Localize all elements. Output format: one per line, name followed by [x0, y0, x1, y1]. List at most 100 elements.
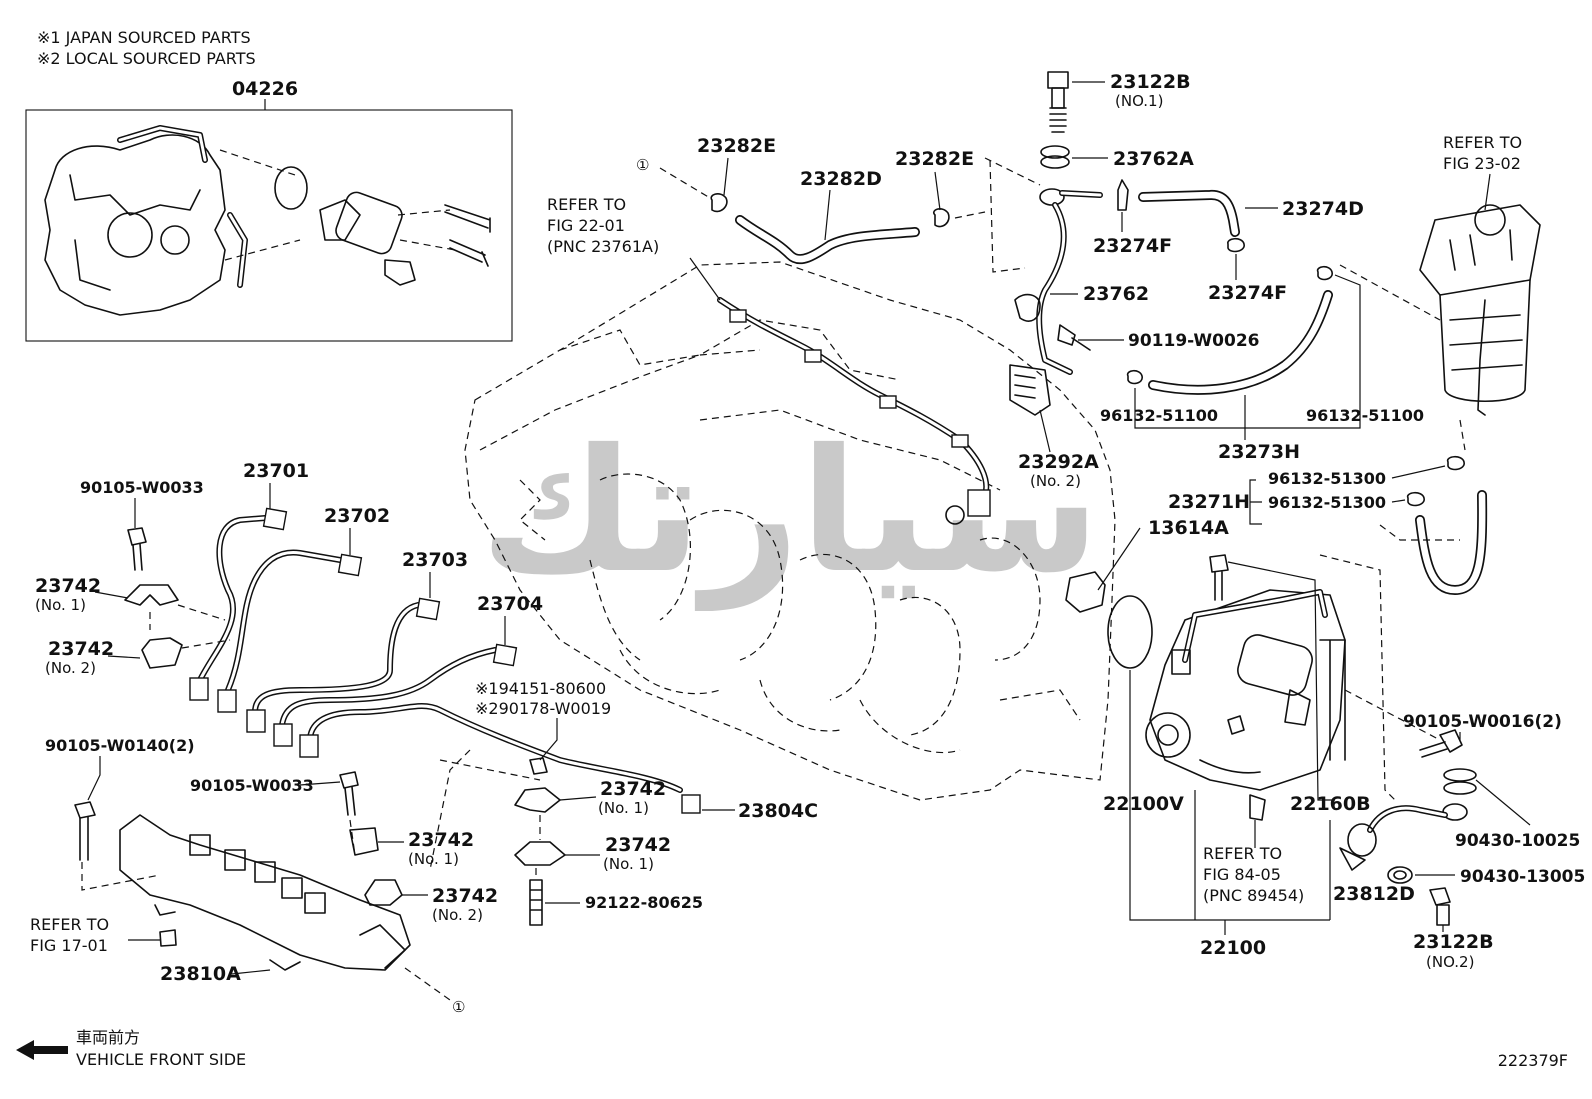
clamp-23742-no1-b	[514, 787, 561, 813]
part-22160B-label[interactable]: 22160B	[1290, 793, 1371, 815]
hose-23282D	[735, 215, 920, 265]
part-22100V-label[interactable]: 22100V	[1103, 793, 1184, 815]
part-23292A-sub: (No. 2)	[1030, 472, 1081, 490]
part-96132-51100-a-label[interactable]: 96132-51100	[1100, 406, 1218, 425]
solenoid-valve-inset	[319, 191, 416, 286]
part-23274D-label[interactable]: 23274D	[1282, 198, 1364, 220]
part-90105-W0016-label[interactable]: 90105-W0016(2)	[1403, 712, 1562, 732]
watermark: ﺳﻴﺎﺭﺗﻚ	[480, 413, 1100, 611]
part-23274F-b-label[interactable]: 23274F	[1208, 282, 1287, 304]
part-23282E-right-label[interactable]: 23282E	[895, 148, 974, 170]
hose-23271H	[1415, 490, 1488, 595]
part-23292A-label[interactable]: 23292A	[1018, 451, 1099, 473]
direction-label-jp: 車両前方	[76, 1028, 140, 1047]
bolt-90105-W0033-bot	[339, 771, 359, 816]
part-90105-W0033-top-label[interactable]: 90105-W0033	[80, 478, 204, 497]
bolt-90105-W0140	[74, 801, 96, 861]
clamp-23742-no2-a	[141, 637, 183, 669]
bolt-90105-W0033-top	[127, 527, 147, 571]
supply-pump-22100	[1145, 589, 1346, 791]
note-japan-sourced: ※1 JAPAN SOURCED PARTS	[37, 28, 251, 47]
ref-fig-22-01-line1[interactable]: REFER TO	[547, 195, 626, 214]
bolt-90105-W0016	[1419, 729, 1463, 758]
part-23810A-label[interactable]: 23810A	[160, 963, 241, 985]
stud-92122-80625	[529, 879, 543, 926]
part-90430-10025-label[interactable]: 90430-10025	[1455, 831, 1580, 851]
part-92122-80625-label[interactable]: 92122-80625	[585, 893, 703, 912]
clamp-23274F-b	[1227, 237, 1245, 253]
part-96132-51100-b-label[interactable]: 96132-51100	[1306, 406, 1424, 425]
part-23742-no1-d-label[interactable]: 23742	[408, 829, 474, 851]
direction-label-en: VEHICLE FRONT SIDE	[76, 1050, 246, 1069]
part-23742-no1-b-sub: (No. 1)	[598, 799, 649, 817]
part-13614A-label[interactable]: 13614A	[1148, 517, 1229, 539]
union-bolt-23122B-no1	[1047, 71, 1069, 133]
part-23812D-label[interactable]: 23812D	[1333, 883, 1415, 905]
clip-96132-51100-a	[1126, 369, 1143, 385]
part-23271H-label[interactable]: 23271H	[1168, 491, 1250, 513]
part-96132-51300-a-label[interactable]: 96132-51300	[1268, 469, 1386, 488]
part-23704-label[interactable]: 23704	[477, 593, 543, 615]
part-23742-no2-a-sub: (No. 2)	[45, 659, 96, 677]
part-23742-no1-b-label[interactable]: 23742	[600, 778, 666, 800]
clamp-23742-no2-b	[364, 879, 403, 906]
part-23703-label[interactable]: 23703	[402, 549, 468, 571]
ref-fig-23-02-line2[interactable]: FIG 23-02	[1443, 154, 1521, 173]
engine-block-phantom	[464, 261, 1116, 801]
ref-fig-22-01-line3[interactable]: (PNC 23761A)	[547, 237, 659, 256]
part-23762A-label[interactable]: 23762A	[1113, 148, 1194, 170]
clip-96132-51300-a	[1446, 455, 1465, 471]
pump-housing-inset	[44, 125, 248, 316]
part-23282E-left-label[interactable]: 23282E	[697, 135, 776, 157]
part-23742-no2-b-label[interactable]: 23742	[432, 885, 498, 907]
o-ring-22100V	[1107, 595, 1153, 669]
part-23762-label[interactable]: 23762	[1083, 283, 1149, 305]
part-23804C-label[interactable]: 23804C	[738, 800, 818, 822]
ref-fig-84-05-line3[interactable]: (PNC 89454)	[1203, 886, 1304, 905]
gear-13614A	[1065, 571, 1106, 613]
part-23122B-no2-sub: (NO.2)	[1426, 953, 1474, 971]
ref-fig-22-01-line2[interactable]: FIG 22-01	[547, 216, 625, 235]
marker-circle-1-top: ①	[636, 156, 649, 174]
part-04226-label[interactable]: 04226	[232, 78, 298, 100]
ref-fig-23-02-line1[interactable]: REFER TO	[1443, 133, 1522, 152]
gasket-23762A	[1040, 145, 1070, 169]
inset-04226-frame	[25, 109, 513, 342]
part-23742-no1-c-label[interactable]: 23742	[605, 834, 671, 856]
part-23122B-no2-label[interactable]: 23122B	[1413, 931, 1494, 953]
plug-fig-17-01	[159, 929, 177, 947]
ref-fig-17-01-line1[interactable]: REFER TO	[30, 915, 109, 934]
ref-fig-84-05-line2[interactable]: FIG 84-05	[1203, 865, 1281, 884]
fuel-filter-assembly	[1419, 204, 1541, 416]
clamp-23742-no1-c	[514, 841, 566, 866]
ref-fig-84-05-line1[interactable]: REFER TO	[1203, 844, 1282, 863]
part-23274F-a-label[interactable]: 23274F	[1093, 235, 1172, 257]
clamp-23742-no1-a	[124, 584, 179, 606]
part-194151-80600-label[interactable]: ※194151-80600	[475, 679, 606, 698]
sensor-89454	[1249, 794, 1266, 821]
part-23122B-no1-sub: (NO.1)	[1115, 92, 1163, 110]
clip-96132-51300-b	[1406, 491, 1425, 507]
gaskets-90430-10025	[1442, 768, 1477, 821]
part-23742-no2-a-label[interactable]: 23742	[48, 638, 114, 660]
injector-pipe-assembly	[717, 297, 991, 525]
part-90430-13005-label[interactable]: 90430-13005	[1460, 867, 1585, 887]
part-23742-no1-a-label[interactable]: 23742	[35, 575, 101, 597]
clamp-23742-no1-d	[349, 827, 379, 856]
part-290178-W0019-label[interactable]: ※290178-W0019	[475, 699, 611, 718]
clip-23282E-right	[933, 208, 950, 228]
hose-23274D	[1138, 189, 1240, 237]
part-90105-W0140-label[interactable]: 90105-W0140(2)	[45, 736, 195, 755]
part-96132-51300-b-label[interactable]: 96132-51300	[1268, 493, 1386, 512]
part-23282D-label[interactable]: 23282D	[800, 168, 882, 190]
part-22100-label[interactable]: 22100	[1200, 937, 1266, 959]
part-90119-W0026-label[interactable]: 90119-W0026	[1128, 331, 1260, 351]
ref-fig-17-01-line2[interactable]: FIG 17-01	[30, 936, 108, 955]
part-23742-no1-d-sub: (No. 1)	[408, 850, 459, 868]
part-23701-label[interactable]: 23701	[243, 460, 309, 482]
part-23273H-label[interactable]: 23273H	[1218, 441, 1300, 463]
part-23702-label[interactable]: 23702	[324, 505, 390, 527]
gasket-90430-13005	[1387, 866, 1413, 884]
part-23122B-no1-label[interactable]: 23122B	[1110, 71, 1191, 93]
part-90105-W0033-bot-label[interactable]: 90105-W0033	[190, 776, 314, 795]
